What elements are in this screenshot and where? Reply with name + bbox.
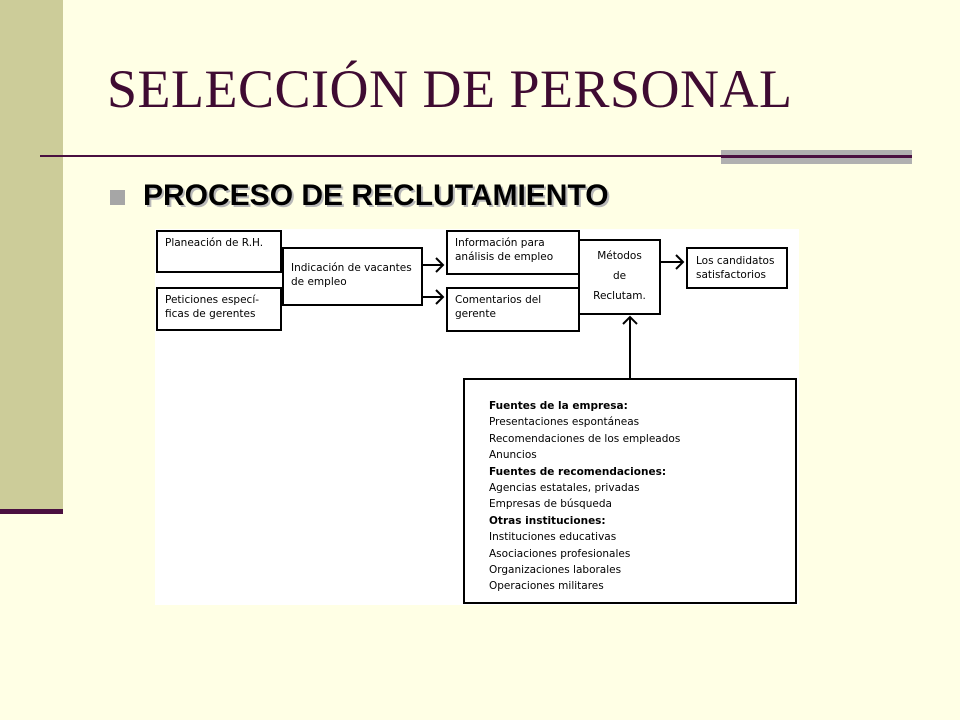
fuentes-line: Presentaciones espontáneas [489, 416, 640, 429]
fuentes-line: Empresas de búsqueda [489, 498, 612, 511]
planeacion-line-1: Planeación de R.H. [165, 237, 264, 249]
title-underline-accent [721, 150, 912, 164]
slide-title: SELECCIÓN DE PERSONAL [107, 59, 793, 119]
fuentes-line: Asociaciones profesionales [489, 547, 631, 560]
left-sidebar-base-line [0, 509, 63, 514]
diagram-connectors [423, 254, 685, 378]
box-planeacion: Planeación de R.H. [156, 230, 282, 273]
box-candidatos: Los candidatos satisfactorios [686, 247, 788, 289]
fuentes-line: Fuentes de la empresa: [489, 400, 628, 412]
arrowhead-metodos [622, 315, 638, 325]
comentarios-line-1: Comentarios del [455, 294, 542, 306]
informacion-line-1: Información para [455, 237, 545, 249]
box-metodos: Métodos de Reclutam. [578, 239, 661, 315]
candidatos-line-2: satisfactorios [696, 269, 766, 281]
informacion-line-2: análisis de empleo [455, 251, 554, 263]
arrowhead-comentarios [435, 289, 445, 305]
fuentes-line: Otras instituciones: [489, 514, 606, 527]
comentarios-line-2: gerente [455, 308, 496, 320]
box-peticiones: Peticiones especí- ficas de gerentes [156, 287, 282, 331]
fuentes-line: Fuentes de recomendaciones: [489, 465, 667, 478]
metodos-line-2: de [612, 270, 627, 282]
fuentes-line: Agencias estatales, privadas [489, 482, 640, 495]
box-fuentes-reclutamiento: Fuentes de la empresa: Presentaciones es… [463, 378, 797, 604]
fuentes-line: Recomendaciones de los empleados [489, 432, 681, 445]
fuentes-line: Organizaciones laborales [489, 564, 622, 577]
bullet-square-icon [110, 190, 125, 205]
bullet-text: PROCESO DE RECLUTAMIENTO [143, 179, 609, 212]
peticiones-line-1: Peticiones especí- [165, 294, 260, 306]
fuentes-line: Instituciones educativas [489, 531, 617, 544]
recruitment-process-diagram: Planeación de R.H. Peticiones especí- fi… [155, 229, 799, 605]
arrowhead-candidatos [675, 254, 685, 270]
arrowhead-informacion [435, 257, 445, 273]
indicacion-line-2: de empleo [291, 276, 347, 288]
fuentes-line: Anuncios [489, 449, 537, 462]
metodos-line-3: Reclutam. [593, 290, 646, 302]
fuentes-line: Operaciones militares [489, 580, 604, 593]
box-indicacion: Indicación de vacantes de empleo [282, 247, 423, 306]
title-underline [40, 155, 912, 157]
candidatos-line-1: Los candidatos [696, 255, 775, 267]
box-comentarios: Comentarios del gerente [446, 287, 580, 332]
left-sidebar-bar [0, 0, 63, 510]
indicacion-line-1: Indicación de vacantes [291, 262, 412, 274]
peticiones-line-2: ficas de gerentes [165, 308, 256, 320]
box-informacion: Información para análisis de empleo [446, 230, 580, 275]
metodos-line-1: Métodos [597, 250, 642, 262]
